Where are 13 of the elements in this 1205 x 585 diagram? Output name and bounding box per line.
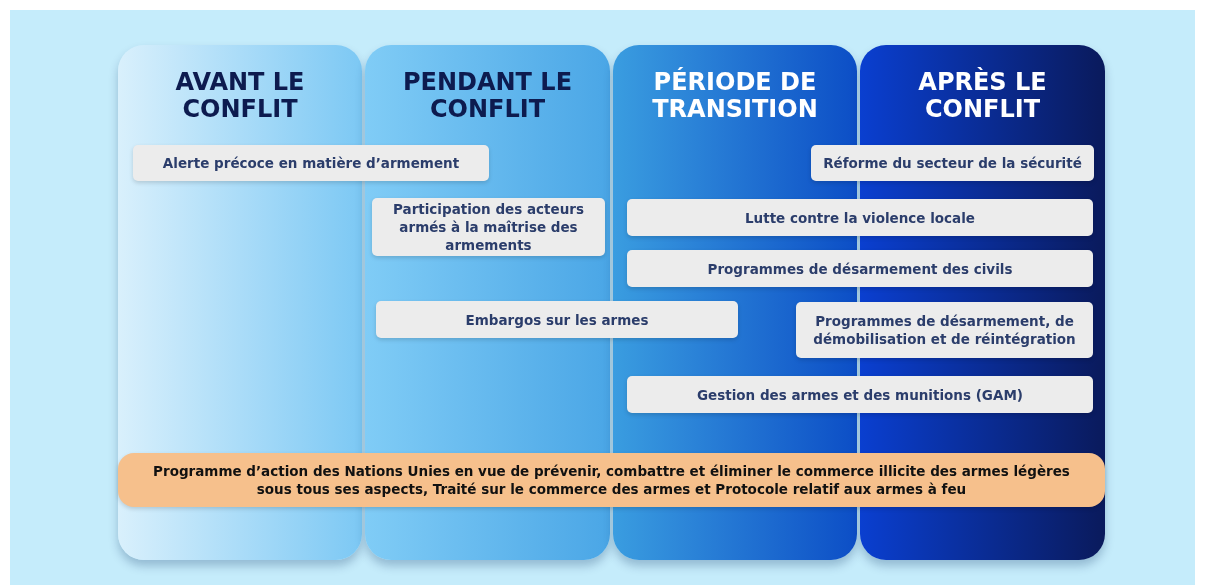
activity-bar: Alerte précoce en matière d’armement xyxy=(133,145,489,181)
column-heading: PENDANT LE CONFLIT xyxy=(401,69,574,123)
activity-bar: Embargos sur les armes xyxy=(376,301,738,338)
activity-bar: Programmes de désarmement des civils xyxy=(627,250,1093,287)
framework-banner: Programme d’action des Nations Unies en vue de prévenir, combattre et éliminer le commerce illicite des armes légères sous tous ses aspects, Traité sur le commerce des armes et Protocole relatif aux armes à feu xyxy=(118,453,1105,507)
column-heading: PÉRIODE DE TRANSITION xyxy=(651,69,819,123)
activity-bar: Programmes de désarmement, de démobilisation et de réintégration xyxy=(796,302,1093,358)
column-heading: AVANT LE CONFLIT xyxy=(174,69,306,123)
activity-bar: Lutte contre la violence locale xyxy=(627,199,1093,236)
column-heading: APRÈS LE CONFLIT xyxy=(917,69,1048,123)
activity-bar: Gestion des armes et des munitions (GAM) xyxy=(627,376,1093,413)
activity-bar: Participation des acteurs armés à la maîtrise des armements xyxy=(372,198,605,256)
activity-bar: Réforme du secteur de la sécurité xyxy=(811,145,1094,181)
